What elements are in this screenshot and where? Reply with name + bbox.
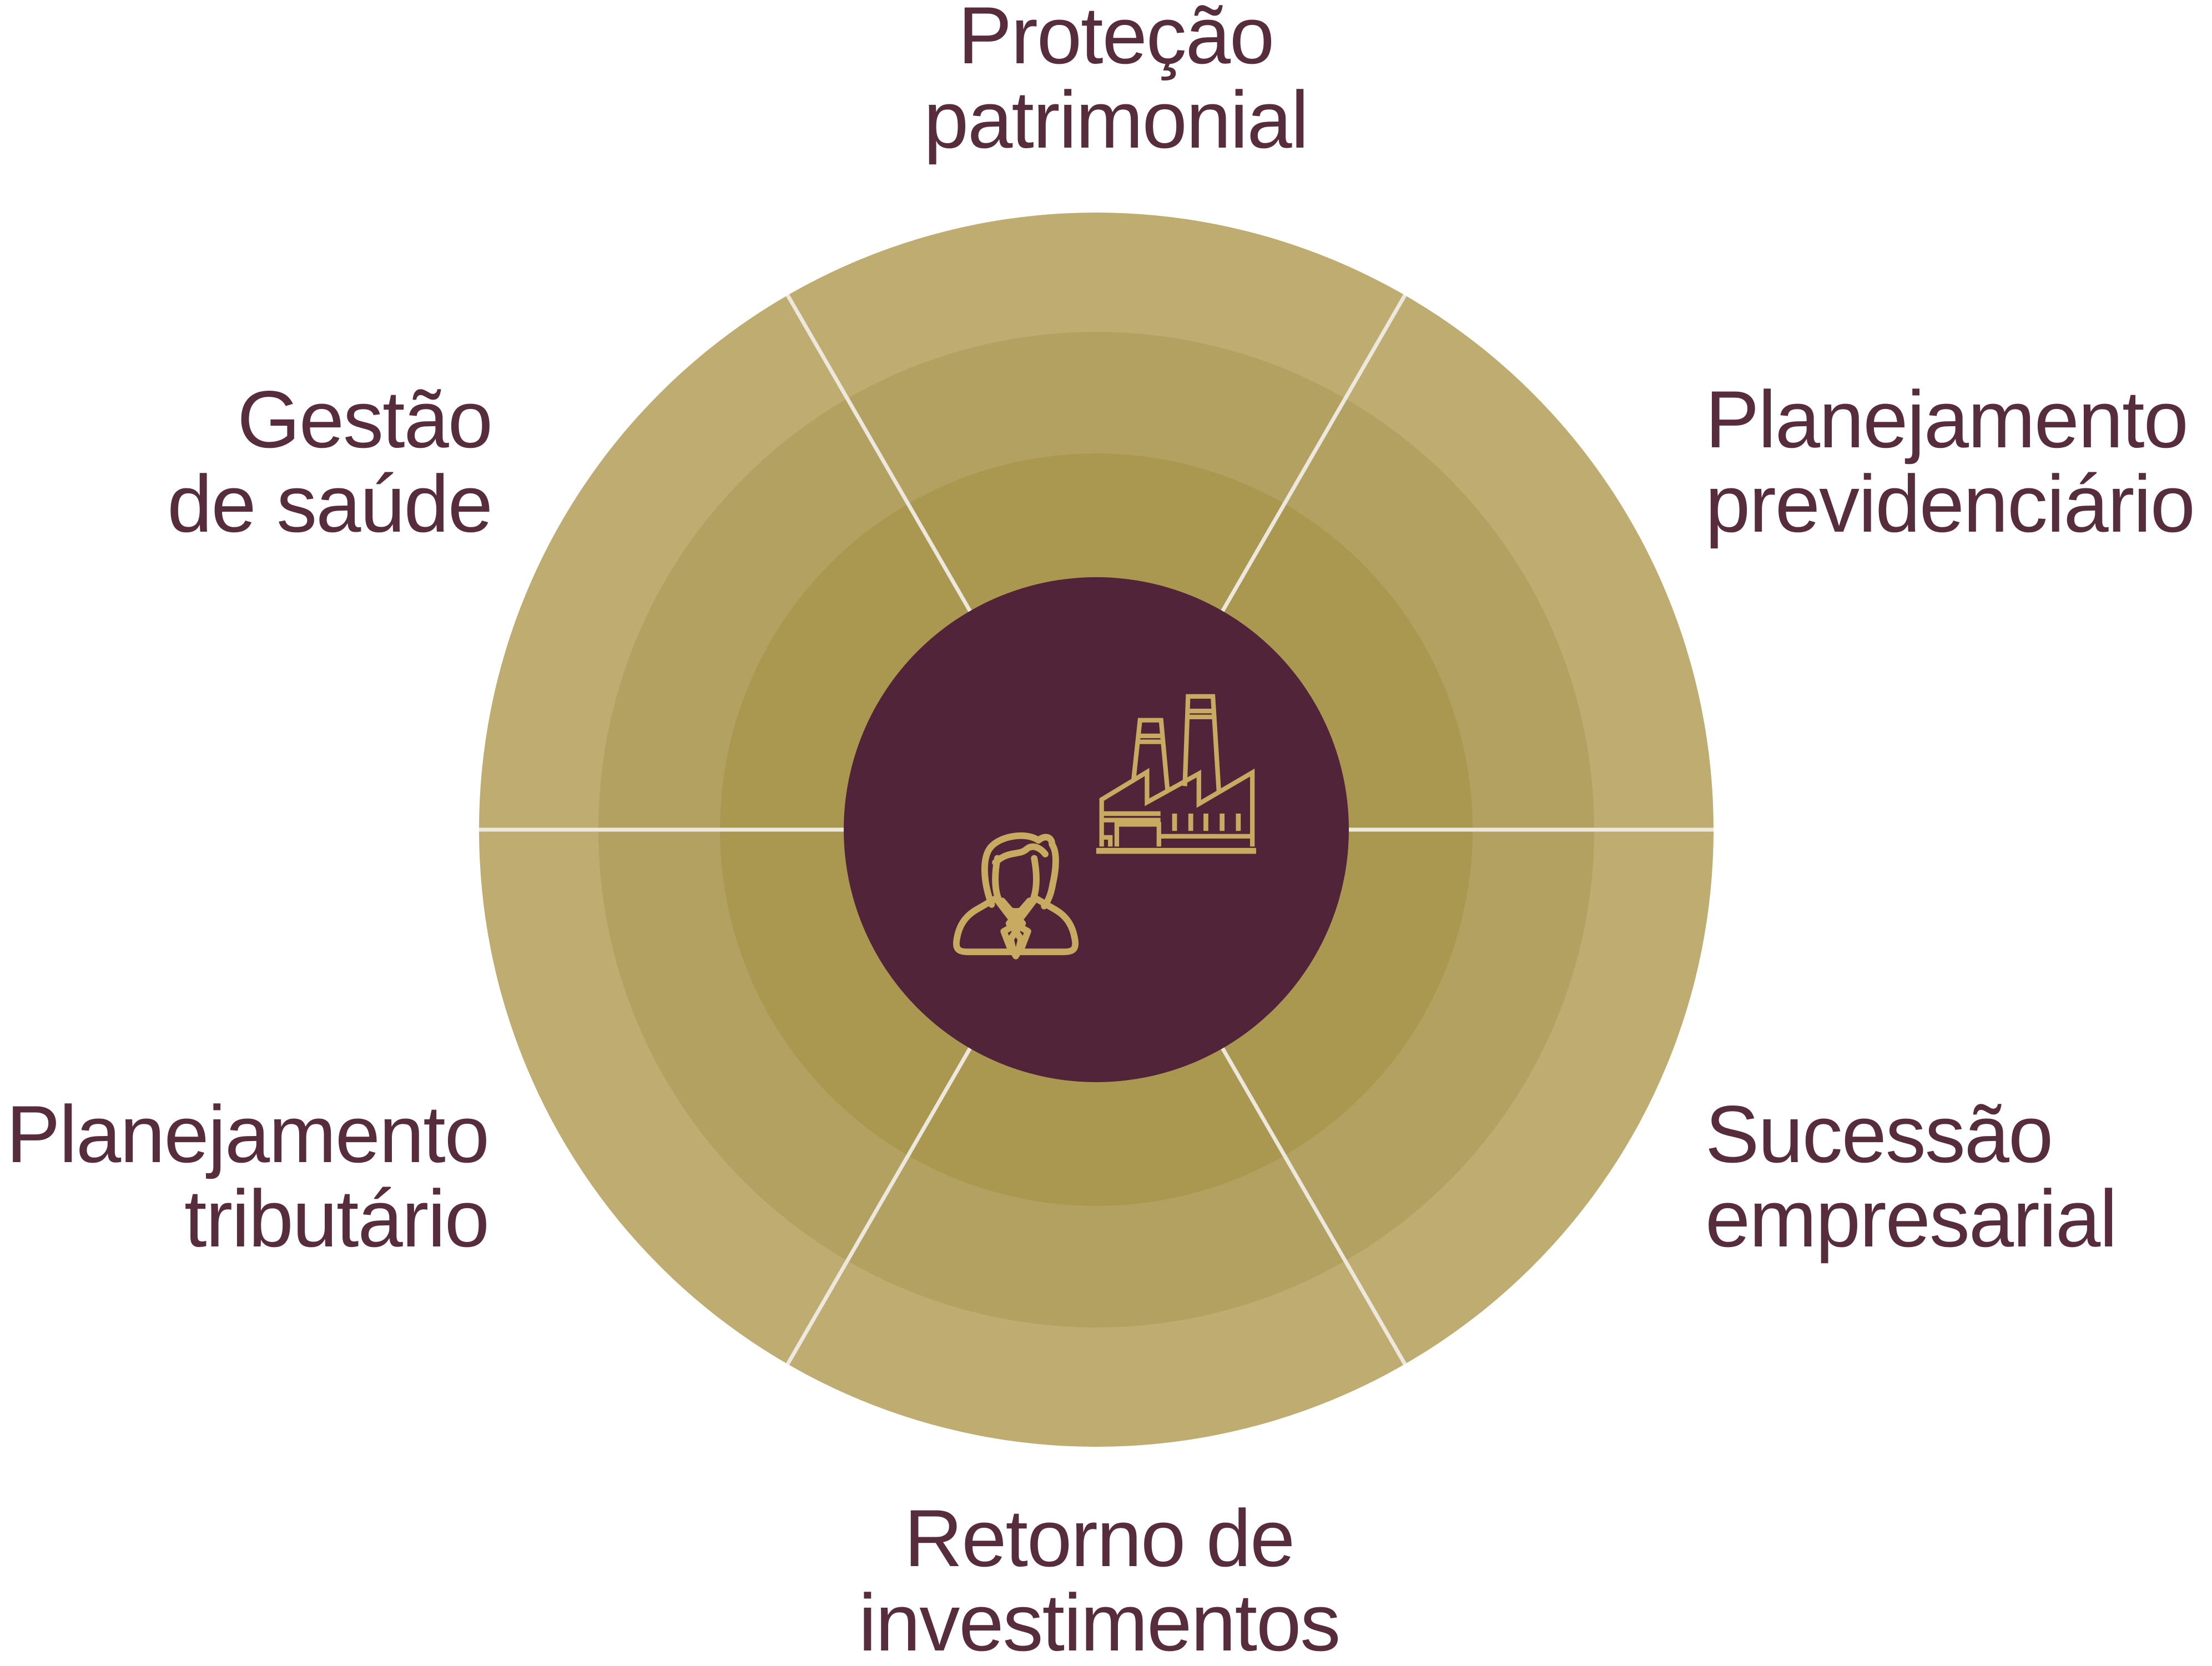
label-line: Gestão [237,374,493,465]
label-line: de saúde [167,458,493,549]
factory-lintel-band [1101,811,1161,822]
businessman-face [992,855,1040,915]
factory-roof-outline [1099,768,1255,847]
label-line: Planejamento [1705,374,2189,465]
label-sucessao-empresarial: Sucessão empresarial [1705,1092,2212,1261]
factory-icon [1096,694,1256,854]
factory-chimney-right-bands [1186,709,1216,720]
label-line: tributário [184,1173,490,1264]
label-line: empresarial [1705,1173,2118,1264]
center-disc [844,577,1349,1082]
businessman-hairline [992,843,1049,866]
label-line: Planejamento [6,1089,490,1179]
label-line: previdenciário [1705,458,2195,549]
label-planejamento-tributario: Planejamento tributário [0,1089,490,1264]
label-line: patrimonial [923,74,1309,165]
label-line: Sucessão [1705,1089,2053,1179]
businessman-icon [953,832,1079,960]
label-planejamento-previdenciario: Planejamento previdenciário [1705,377,2212,546]
label-retorno-de-investimentos: Retorno de investimentos [655,1496,1543,1665]
label-gestao-de-saude: Gestão de saúde [0,374,493,549]
label-line: Retorno de [904,1493,1295,1583]
factory-chimney-left [1131,718,1170,791]
label-protecao-patrimonial: Proteção patrimonial [672,0,1560,162]
businessman-hair-outline [981,832,1059,910]
factory-chimney-left-bands [1137,733,1164,744]
factory-chimney-right [1182,694,1221,792]
businessman-tie [1007,928,1025,960]
factory-corner-block [1101,835,1113,847]
label-line: investimentos [858,1577,1341,1666]
factory-windows [1172,814,1241,831]
label-line: Proteção [958,0,1274,80]
factory-door [1114,822,1161,847]
